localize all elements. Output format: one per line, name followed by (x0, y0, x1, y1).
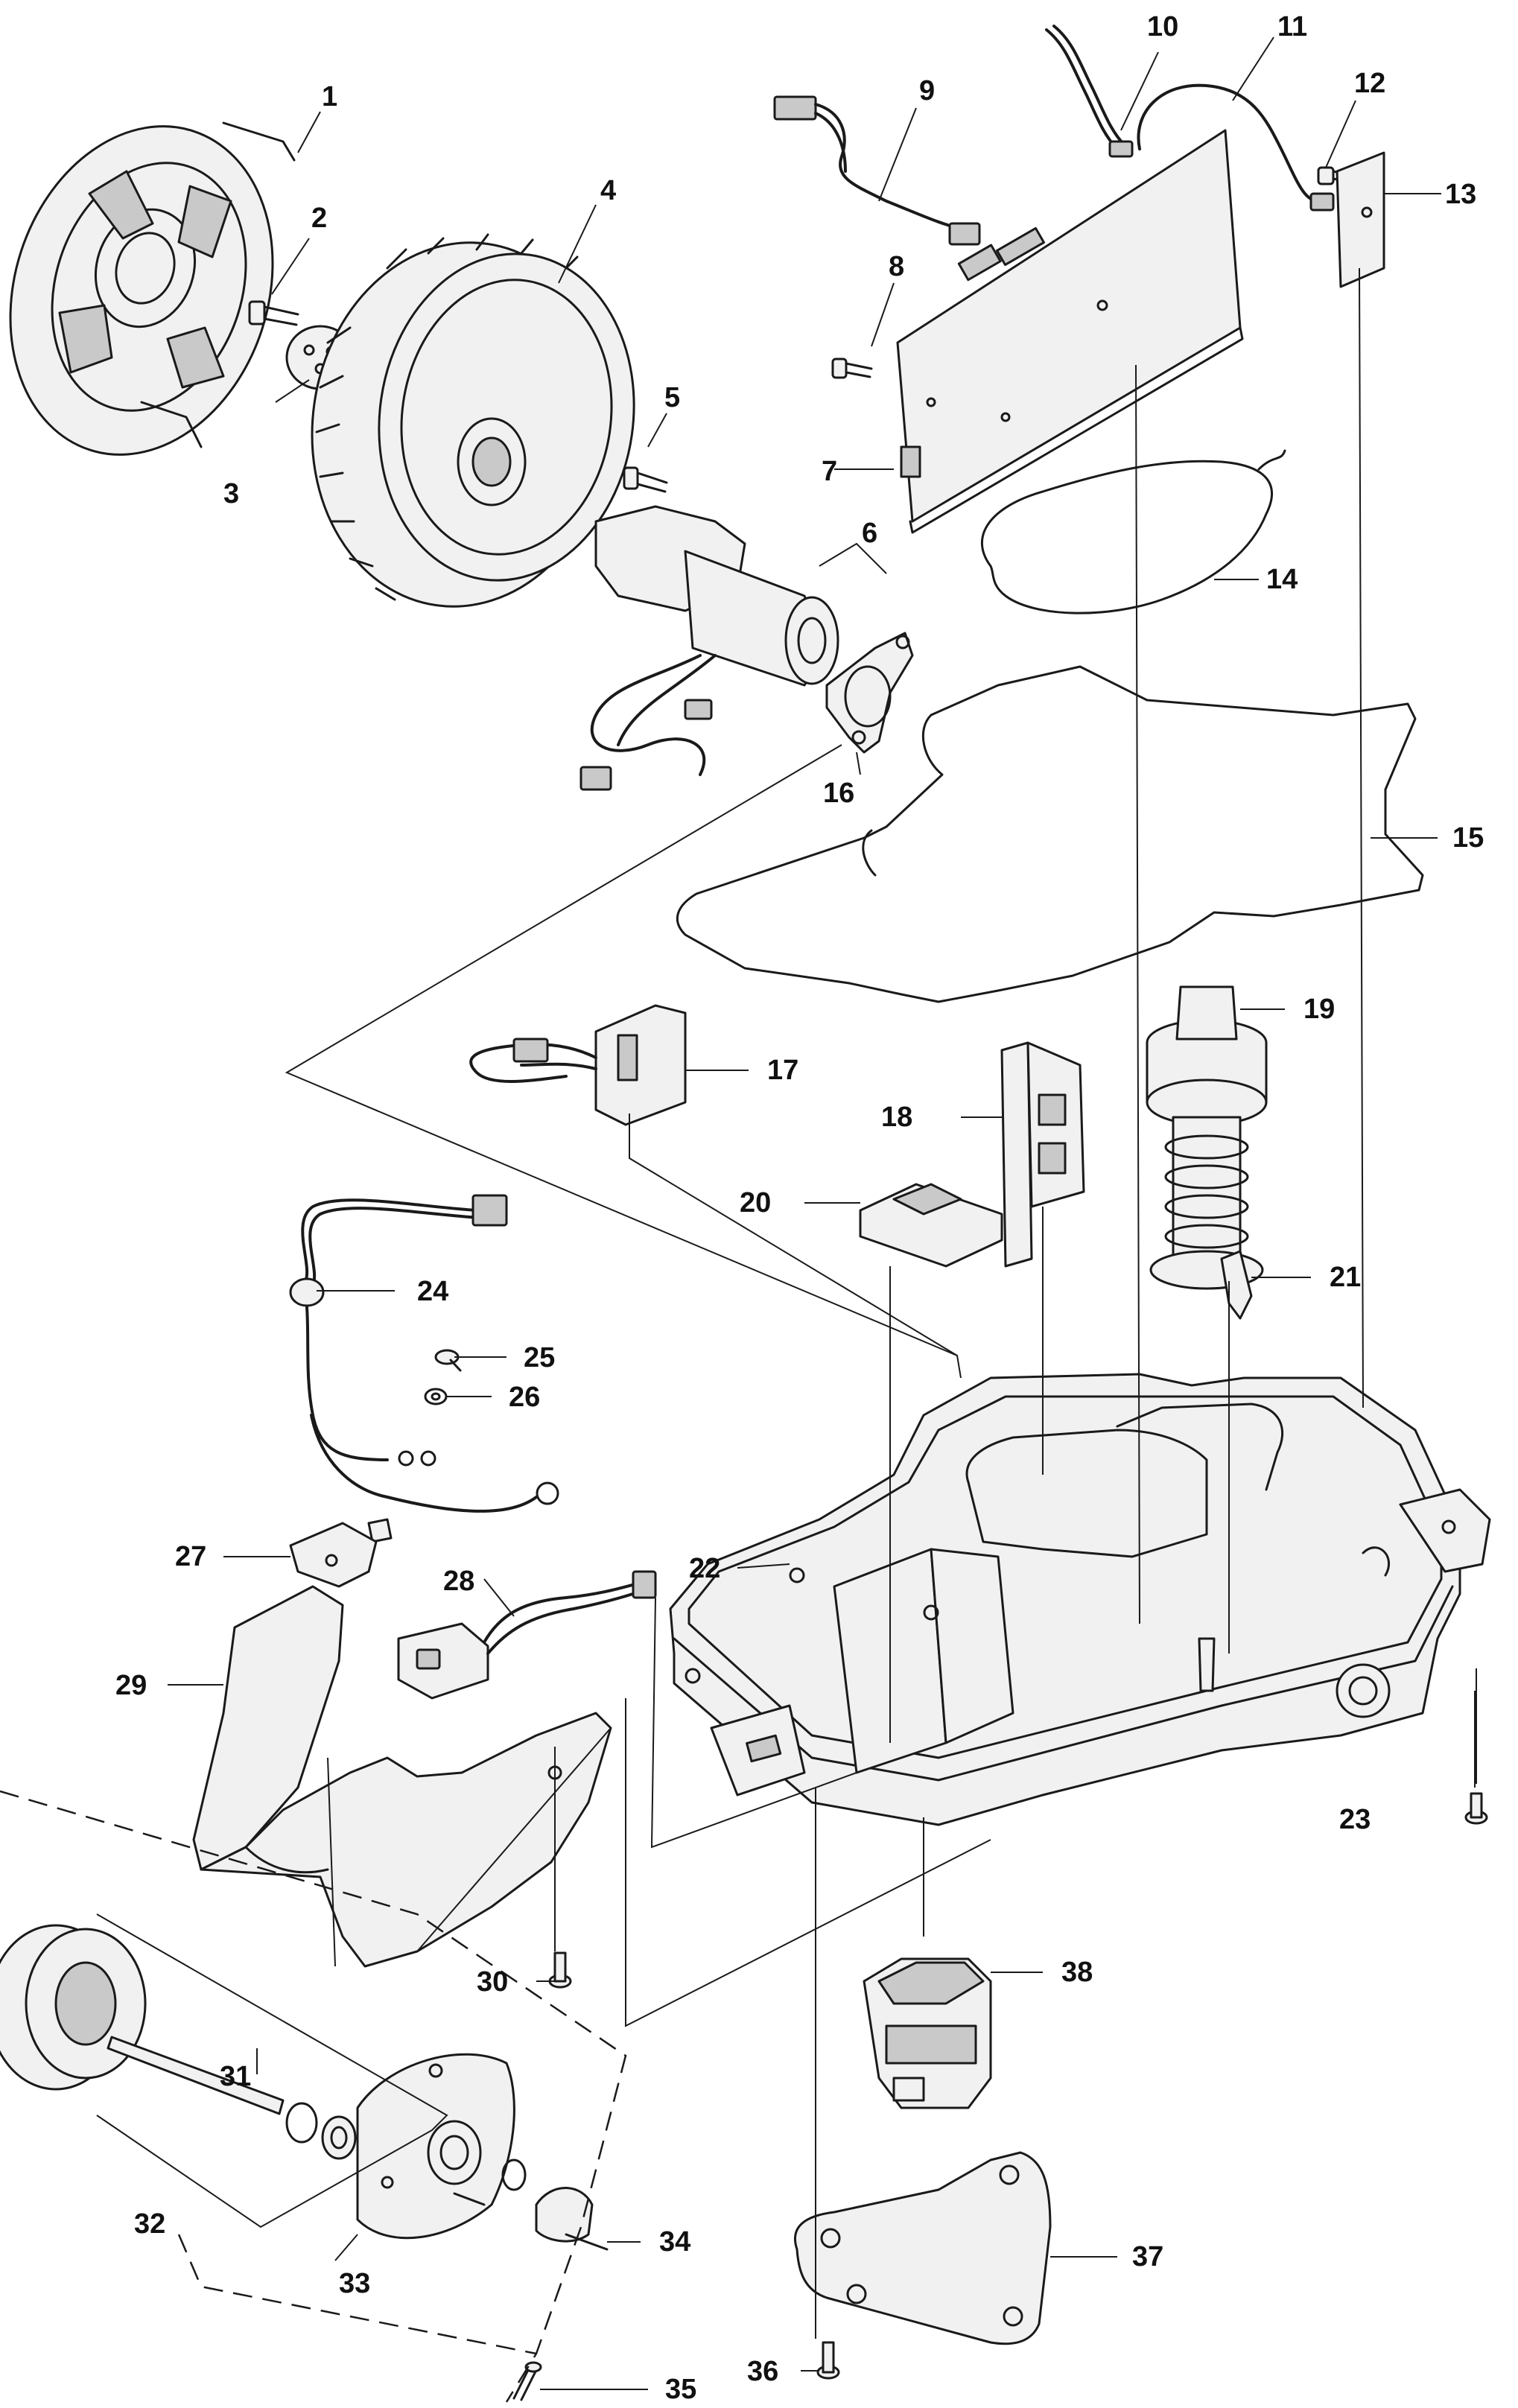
callout-32: 32 (134, 2208, 165, 2240)
callout-14: 14 (1266, 564, 1298, 595)
part-5-screw (623, 466, 668, 493)
callout-13: 13 (1445, 179, 1476, 210)
callout-11: 11 (1277, 11, 1307, 42)
callout-34: 34 (659, 2226, 690, 2258)
callout-1: 1 (322, 81, 337, 112)
part-30-screw (548, 1951, 572, 1989)
callout-31: 31 (220, 2061, 251, 2092)
callout-9: 9 (919, 75, 935, 107)
callout-18: 18 (881, 1102, 912, 1133)
callout-22: 22 (689, 1553, 720, 1584)
callout-38: 38 (1061, 1957, 1093, 1988)
part-36-screw (816, 2341, 840, 2380)
callout-25: 25 (524, 1342, 555, 1373)
callout-numbers: 1 2 3 4 5 6 7 8 9 10 11 12 13 14 15 16 1… (115, 11, 1484, 2405)
callout-10: 10 (1147, 11, 1178, 42)
part-29-front-cover (192, 1585, 612, 1968)
part-14-seal-loop (981, 449, 1286, 614)
part-19-height-knob (1146, 985, 1268, 1290)
callout-30: 30 (477, 1966, 508, 1998)
part-25-screw (434, 1349, 462, 1372)
callout-16: 16 (823, 778, 854, 809)
part-7-circuit-board (896, 129, 1244, 534)
callout-33: 33 (339, 2268, 370, 2299)
part-4-drive-wheel (311, 233, 635, 608)
callout-12: 12 (1354, 68, 1385, 99)
callout-35: 35 (665, 2374, 696, 2405)
callout-15: 15 (1452, 822, 1484, 854)
part-15-large-seal (676, 665, 1424, 1003)
part-17-switch-bracket (469, 1004, 687, 1126)
callout-6: 6 (862, 518, 877, 549)
part-26-washer (424, 1388, 448, 1405)
part-1-hub-cover (9, 121, 296, 456)
part-8-screw (831, 358, 873, 379)
callout-23: 23 (1339, 1804, 1371, 1835)
part-27-bracket (289, 1522, 378, 1588)
part-18-holder-bracket (1000, 1041, 1085, 1268)
part-13-sensor-board (1336, 151, 1385, 288)
part-31-cutter-shaft (0, 1924, 357, 2160)
part-9-harness (773, 95, 981, 246)
part-38-battery-pack (863, 1957, 992, 2109)
callout-7: 7 (822, 456, 837, 487)
part-34-knob (535, 2187, 609, 2251)
part-11-cable (1137, 83, 1335, 212)
part-2-screw (248, 300, 299, 326)
callout-17: 17 (767, 1055, 798, 1086)
callout-21: 21 (1330, 1262, 1361, 1293)
callout-28: 28 (443, 1566, 474, 1597)
callout-26: 26 (509, 1382, 540, 1413)
callout-19: 19 (1303, 994, 1335, 1025)
part-16-gasket (825, 632, 914, 754)
callout-27: 27 (175, 1541, 206, 1572)
callout-24: 24 (417, 1276, 448, 1307)
callout-4: 4 (600, 175, 616, 206)
callout-29: 29 (115, 1670, 147, 1701)
part-28-switch (397, 1570, 657, 1700)
part-20-clip-block (859, 1183, 1003, 1268)
callout-3: 3 (223, 478, 239, 509)
part-33-cutter-housing (356, 2053, 527, 2240)
callout-20: 20 (740, 1187, 771, 1219)
part-22-chassis (669, 1373, 1491, 1826)
callout-2: 2 (311, 203, 327, 234)
part-10-ribbon-cable (1045, 25, 1134, 158)
leader-lines (96, 36, 1477, 2390)
part-32-group-outline (0, 1790, 627, 2403)
callout-36: 36 (747, 2356, 778, 2387)
callout-37: 37 (1132, 2241, 1163, 2272)
callout-8: 8 (889, 251, 904, 282)
part-6-wheel-motor (579, 505, 839, 791)
part-23-screw (1464, 1792, 1488, 1825)
callout-5: 5 (664, 382, 680, 413)
part-35-screw (512, 2361, 542, 2401)
part-37-bottom-plate (794, 2151, 1052, 2345)
part-24-sensor-cable (289, 1194, 559, 1543)
